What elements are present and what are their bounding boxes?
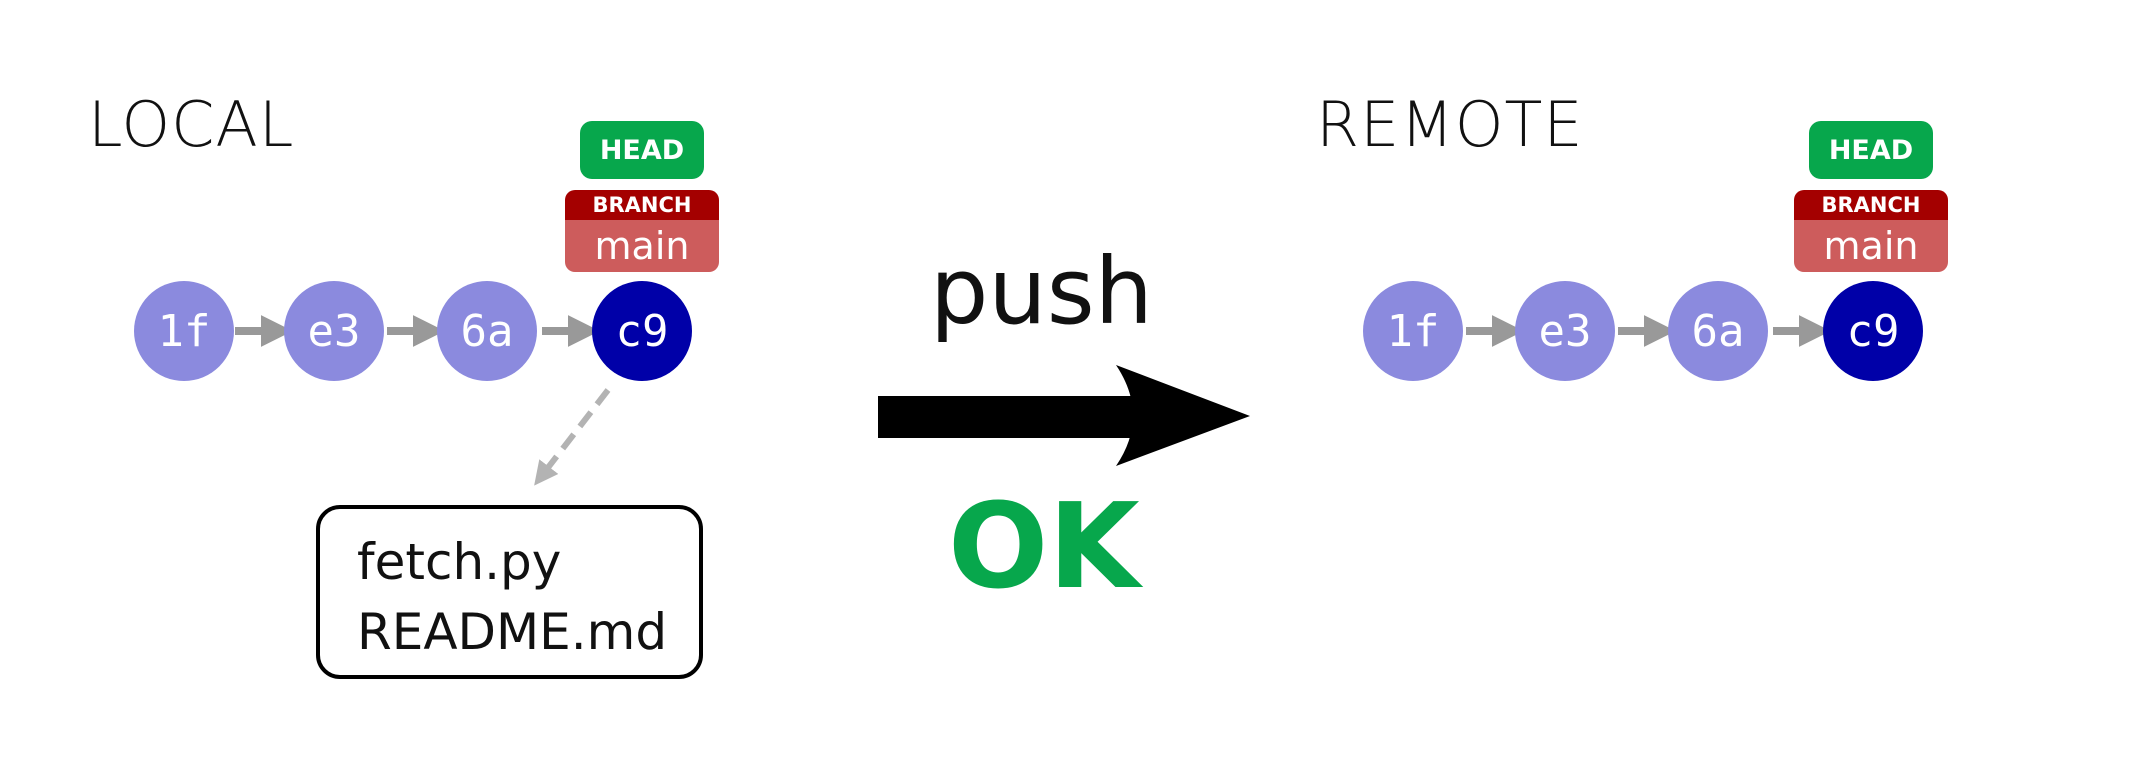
remote-commit-c9: c9 (1823, 281, 1923, 381)
local-branch-name: main (565, 220, 719, 272)
push-arrow-shaft (878, 396, 1140, 438)
local-branch-kind: BRANCH (565, 190, 719, 220)
remote-commit-e3: e3 (1515, 281, 1615, 381)
local-head-badge: HEAD (580, 121, 704, 179)
remote-branch-name: main (1794, 220, 1948, 272)
local-title: LOCAL (88, 88, 295, 161)
push-label: push (930, 238, 1153, 345)
commit-tree-box: fetch.py README.md (316, 505, 703, 679)
file-entry: README.md (357, 603, 668, 661)
remote-title: REMOTE (1316, 88, 1584, 161)
file-entry: fetch.py (357, 533, 562, 591)
remote-commit-6a: 6a (1668, 281, 1768, 381)
tree-pointer-arrow (534, 388, 611, 486)
local-commit-6a: 6a (437, 281, 537, 381)
remote-head-badge: HEAD (1809, 121, 1933, 179)
local-branch-badge: BRANCH main (565, 190, 719, 272)
remote-branch-badge: BRANCH main (1794, 190, 1948, 272)
local-commit-c9: c9 (592, 281, 692, 381)
local-commit-e3: e3 (284, 281, 384, 381)
push-arrow-head (1116, 365, 1250, 466)
remote-branch-kind: BRANCH (1794, 190, 1948, 220)
local-commit-1f: 1f (134, 281, 234, 381)
status-ok-label: OK (948, 477, 1140, 615)
remote-commit-1f: 1f (1363, 281, 1463, 381)
